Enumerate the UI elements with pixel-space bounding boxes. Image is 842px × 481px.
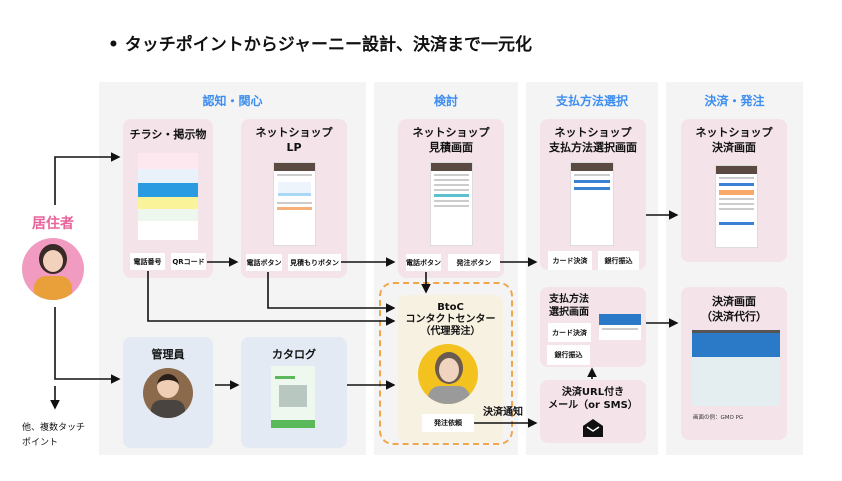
card-title: 決済URL付き メール（or SMS） <box>540 386 646 412</box>
mail-icon <box>583 419 603 437</box>
resident-avatar <box>22 238 84 300</box>
page-title: • タッチポイントからジャーニー設計、決済まで一元化 <box>108 30 532 55</box>
phone-button[interactable]: 電話ボタン <box>406 254 441 271</box>
card-title-line: LP <box>286 141 302 154</box>
phone-number-button[interactable]: 電話番号 <box>130 253 165 270</box>
bank-transfer-button[interactable]: 銀行振込 <box>547 345 590 365</box>
bank-transfer-button[interactable]: 銀行振込 <box>598 251 639 270</box>
payment-select-screenshot <box>570 162 614 246</box>
card-title-line: （代理発注） <box>420 326 481 337</box>
column-header: 検討 <box>433 94 458 108</box>
card-title-line: メール（or SMS） <box>548 400 638 411</box>
catalog-image <box>271 366 315 428</box>
card-title: ネットショップ LP <box>241 125 347 155</box>
column-header: 支払方法選択 <box>555 94 628 108</box>
column-header: 認知・関心 <box>202 94 263 108</box>
lp-screenshot <box>273 162 316 246</box>
card-payment-button[interactable]: カード決済 <box>548 323 591 342</box>
card-title-line: ネットショップ <box>255 126 333 139</box>
checkout-card: ネットショップ決済画面 <box>681 119 787 262</box>
checkout-screenshot <box>715 165 758 248</box>
qr-code-button[interactable]: QRコード <box>171 253 206 270</box>
card-title-line: 見積画面 <box>429 141 473 154</box>
contact-center-group <box>379 282 513 445</box>
card-title-line: コンタクトセンター <box>405 314 496 325</box>
manager-card: 管理員 <box>123 337 213 448</box>
estimate-button[interactable]: 見積もりボタン <box>288 254 341 271</box>
order-request-button[interactable]: 発注依頼 <box>422 414 474 432</box>
card-title: BtoC コンタクトセンター （代理発注） <box>398 302 503 338</box>
card-title-line: ネットショップ <box>695 126 773 139</box>
bullet: • <box>108 35 125 55</box>
estimate-card: ネットショップ見積画面 電話ボタン 発注ボタン <box>398 119 504 278</box>
estimate-screenshot <box>430 162 473 246</box>
catalog-card: カタログ <box>241 337 347 448</box>
other-touchpoints-line: 他、複数タッチ <box>22 423 86 433</box>
operator-avatar <box>418 344 478 404</box>
card-title-line: 決済画面 <box>712 295 756 308</box>
card-payment-button[interactable]: カード決済 <box>548 251 592 270</box>
card-title: チラシ・掲示物 <box>129 128 207 141</box>
contact-center-card: BtoC コンタクトセンター （代理発注） 発注依頼 <box>398 295 503 442</box>
card-title-line: 支払方法選択画面 <box>549 141 637 154</box>
manager-avatar <box>143 368 193 418</box>
resident-label: 居住者 <box>32 216 74 232</box>
card-title-line: （決済代行） <box>701 310 767 323</box>
mail-card: 決済URL付き メール（or SMS） <box>540 380 646 443</box>
card-title: ネットショップ決済画面 <box>681 125 787 155</box>
card-title-line: 支払方法 <box>549 294 589 305</box>
column-header: 決済・発注 <box>704 94 765 108</box>
title-text: タッチポイントからジャーニー設計、決済まで一元化 <box>124 35 532 55</box>
payment-notice-label: 決済通知 <box>483 407 523 418</box>
card-title: ネットショップ支払方法選択画面 <box>540 125 646 155</box>
lp-card: ネットショップ LP 電話ボタン 見積もりボタン <box>241 119 347 278</box>
card-title-line: 決済URL付き <box>561 387 625 398</box>
card-title: カタログ <box>272 348 316 361</box>
card-title: ネットショップ見積画面 <box>398 125 504 155</box>
payment-method-card: 支払方法 選択画面 カード決済 銀行振込 <box>540 287 646 367</box>
phone-button[interactable]: 電話ボタン <box>246 254 282 271</box>
other-touchpoints-text: 他、複数タッチ ポイント <box>22 421 85 451</box>
other-touchpoints-line: ポイント <box>22 438 59 448</box>
card-title: 決済画面 （決済代行） <box>681 294 787 324</box>
card-title: 支払方法 選択画面 <box>549 293 589 319</box>
payment-method-screenshot <box>599 314 641 340</box>
card-title-line: ネットショップ <box>554 126 632 139</box>
payment-agency-card: 決済画面 （決済代行） 画面の例：GMO PG <box>681 287 787 440</box>
payment-select-card: ネットショップ支払方法選択画面 カード決済 銀行振込 <box>540 119 646 270</box>
screenshot-caption: 画面の例：GMO PG <box>693 415 744 421</box>
payment-agency-screenshot <box>692 330 780 406</box>
order-button[interactable]: 発注ボタン <box>448 254 500 271</box>
card-title-line: BtoC <box>437 302 464 313</box>
card-title-line: 選択画面 <box>549 307 589 318</box>
card-title: 管理員 <box>151 348 185 361</box>
card-title-line: ネットショップ <box>412 126 490 139</box>
card-title-line: 決済画面 <box>712 141 756 154</box>
flyer-card: チラシ・掲示物 電話番号 QRコード <box>123 119 213 278</box>
flyer-image <box>138 153 198 240</box>
